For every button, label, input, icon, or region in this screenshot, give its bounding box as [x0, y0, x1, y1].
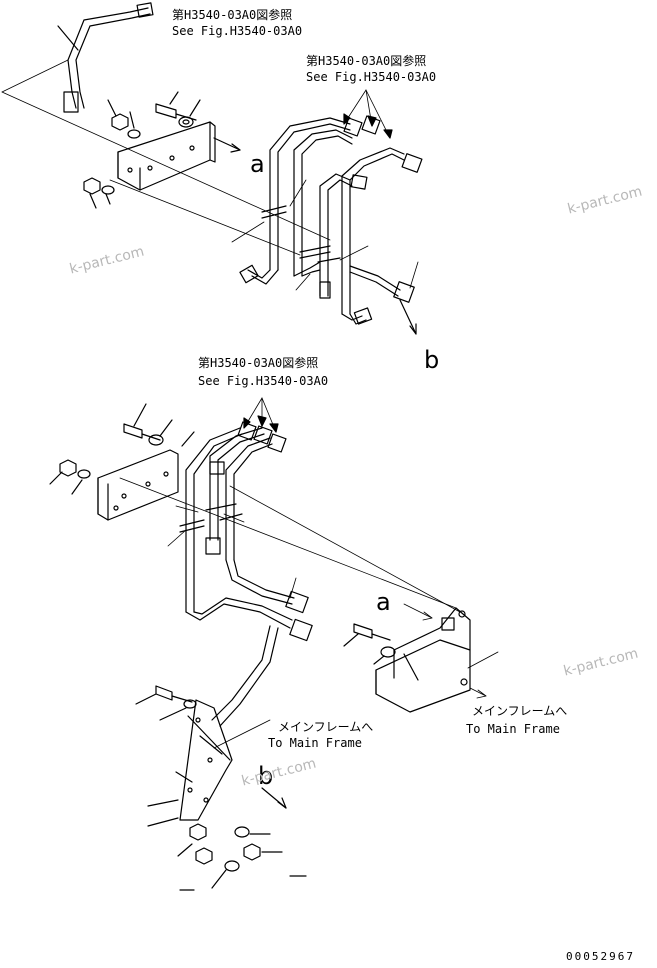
nut-upper-left [83, 177, 115, 209]
washer-upper-2 [127, 111, 141, 139]
bracket-plate-lower [97, 449, 179, 521]
pipe-bundle-lower [185, 421, 313, 727]
nuts-bottom [147, 771, 307, 891]
pipe-top-left [57, 2, 154, 113]
nut-upper [107, 99, 129, 131]
bracket-plate-upper [117, 121, 216, 191]
washer-upper [178, 99, 201, 128]
dest1-en: To Main Frame [268, 736, 362, 750]
callout-a-lower: a [376, 588, 391, 616]
ref2-en: See Fig.H3540-03A0 [306, 70, 437, 84]
arrow-to-b-upper [399, 299, 417, 335]
ref1-en: See Fig.H3540-03A0 [172, 24, 303, 38]
bolt-right [343, 623, 396, 665]
reference-lines-upper [1, 59, 331, 256]
mount-box-right [375, 607, 471, 713]
nut-lower-left [49, 459, 91, 495]
bracket-bottom [179, 699, 233, 821]
arrowheads-lower [243, 415, 279, 433]
callout-b-upper: b [424, 346, 440, 374]
reference-lines-lower [119, 477, 461, 613]
ref3-jp: 第H3540-03A0図参照 [198, 356, 319, 370]
ref1-jp: 第H3540-03A0図参照 [172, 8, 293, 22]
clamps-lower [179, 503, 243, 533]
clamps-upper [261, 205, 341, 263]
bolt-bottom [135, 685, 197, 721]
dest2-en: To Main Frame [466, 722, 560, 736]
leaders-right [403, 603, 499, 699]
callout-a-upper: a [250, 150, 265, 178]
leaders-upper [231, 89, 419, 291]
dest1-jp: メインフレームへ [278, 720, 374, 734]
dest2-jp: メインフレームへ [472, 704, 568, 718]
washer-lower [148, 419, 195, 447]
arrow-to-a-upper [213, 137, 241, 153]
callout-b-lower: b [258, 762, 274, 790]
arrowheads-upper [343, 113, 393, 139]
ref3-en: See Fig.H3540-03A0 [198, 374, 329, 388]
arrow-to-b-lower [261, 787, 287, 809]
ref2-jp: 第H3540-03A0図参照 [306, 54, 427, 68]
pipe-bundle-upper [239, 115, 423, 325]
leader-main-frame-left [213, 719, 271, 749]
drawing-number: 00052967 [566, 950, 635, 963]
